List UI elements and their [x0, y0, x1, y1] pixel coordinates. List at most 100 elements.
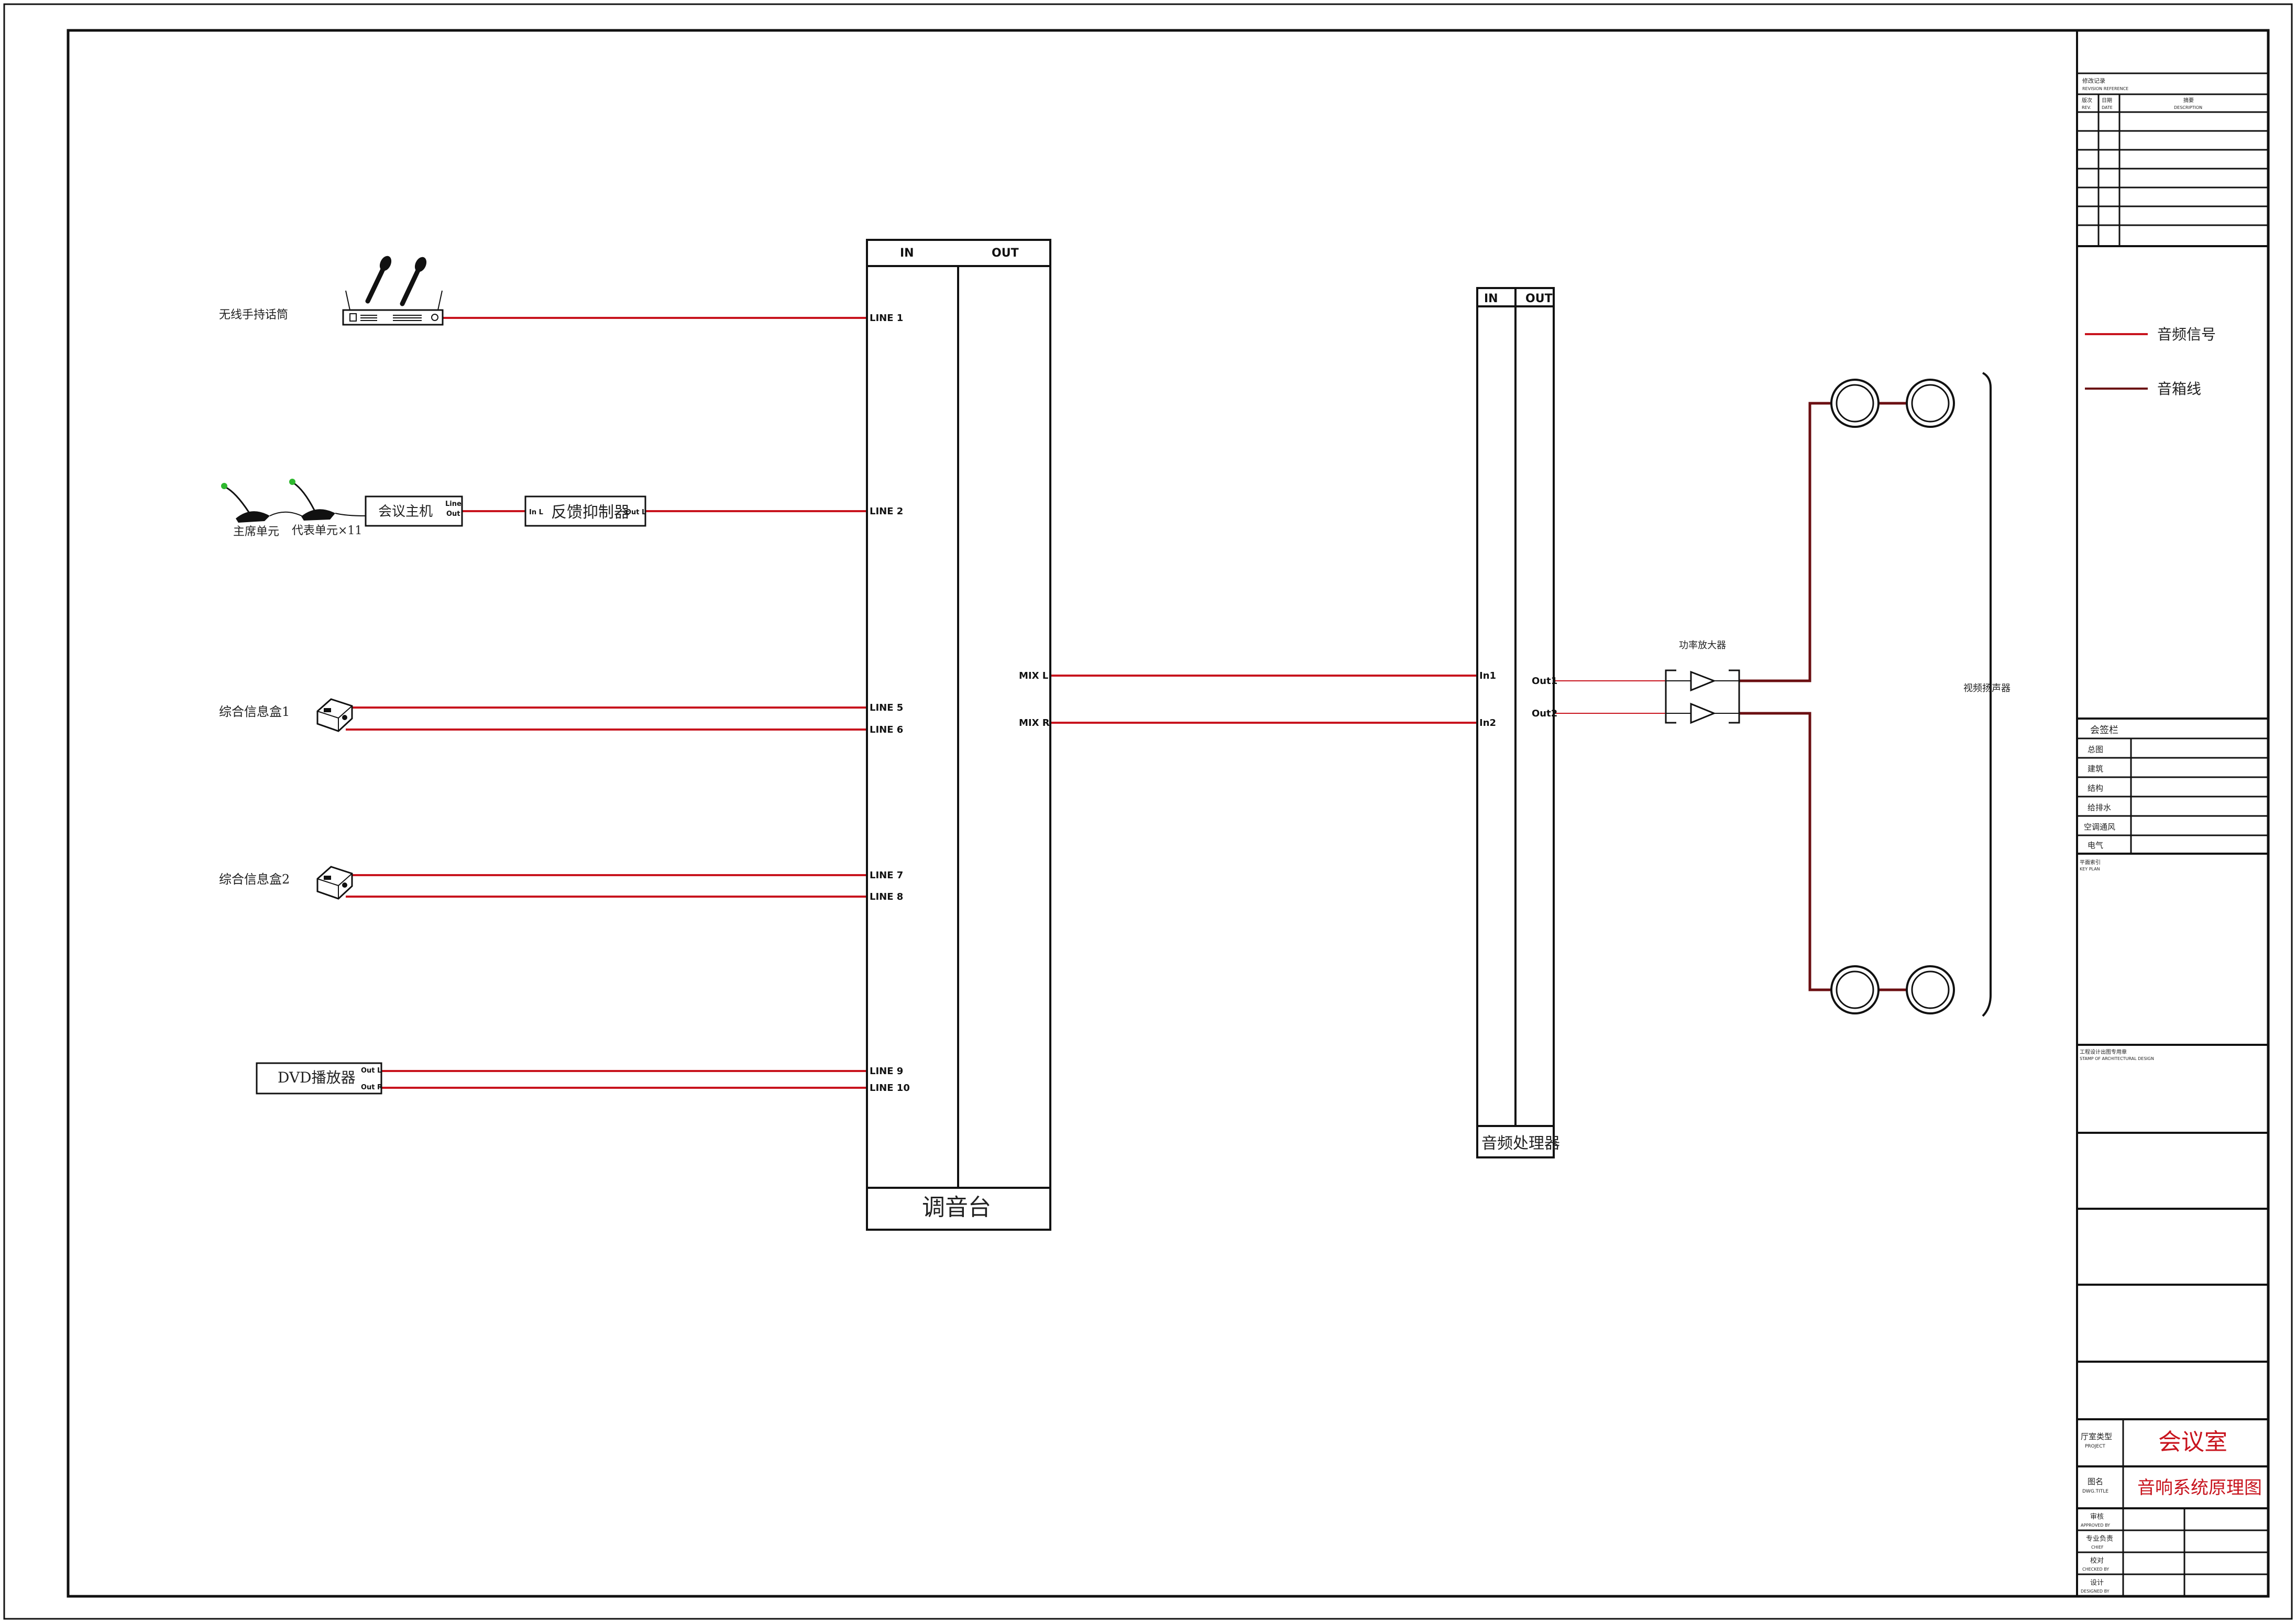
label-amplifier: 功率放大器	[1679, 640, 1726, 651]
unit-host-cable	[335, 513, 366, 516]
sign-row-en: APPROVED BY	[2081, 1523, 2110, 1528]
rev-col-label-en: REV.	[2082, 105, 2091, 110]
mixer-output-mixr: MIX R	[1019, 717, 1050, 728]
mixer-in-header: IN	[900, 247, 914, 260]
microphone-icon	[365, 256, 427, 306]
label-info-box-2: 综合信息盒2	[219, 872, 290, 887]
label-speakers: 视频扬声器	[1963, 683, 2011, 694]
mixer-output-mixl: MIX L	[1019, 670, 1048, 681]
key-plan-label-en: KEY PLAN	[2080, 867, 2100, 871]
mixer-input-line9: LINE 9	[870, 1066, 903, 1077]
sign-row-cn: 专业负责	[2086, 1535, 2113, 1543]
mixer-box: IN OUT 调音台 LINE 1 LINE 2 LINE 5 LINE 6 L…	[866, 239, 1051, 1231]
speaker-icon	[1906, 965, 1955, 1014]
processor-output-out2: Out2	[1532, 708, 1557, 719]
label-dvd-out-l: Out L	[361, 1067, 381, 1075]
mixer-name: 调音台	[922, 1194, 991, 1221]
processor-input-in1: In1	[1479, 670, 1496, 681]
sign-row-en: CHECKED BY	[2082, 1567, 2109, 1572]
label-dvd-player: DVD播放器	[278, 1069, 356, 1086]
label-conference-host: 会议主机	[378, 504, 433, 520]
countersign-row: 空调通风	[2084, 822, 2115, 832]
stamp-label: 工程设计出图专用章	[2080, 1048, 2127, 1055]
legend-audio-signal: 音频信号	[2157, 326, 2216, 343]
processor-out-header: OUT	[1525, 292, 1553, 305]
project-label-en: PROJECT	[2085, 1444, 2105, 1449]
countersign-row: 总图	[2088, 745, 2103, 754]
outer-frame	[3, 3, 2293, 1620]
label-dvd-out-r: Out R	[361, 1084, 382, 1091]
mixer-out-header: OUT	[992, 247, 1019, 260]
countersign-row: 电气	[2088, 841, 2103, 850]
processor-in-header: IN	[1484, 292, 1498, 305]
label-delegate-unit: 代表单元×11	[292, 524, 362, 537]
mixer-input-line6: LINE 6	[870, 724, 903, 735]
processor-output-out1: Out1	[1532, 676, 1557, 687]
mixer-input-line10: LINE 10	[870, 1083, 910, 1094]
label-info-box-1: 综合信息盒1	[219, 704, 290, 719]
feedback-suppressor-box: In L 反馈抑制器 Out L	[524, 495, 646, 527]
countersign-row: 建筑	[2088, 764, 2103, 774]
drawing-value: 音响系统原理图	[2137, 1477, 2262, 1498]
date-col-label: 日期	[2102, 97, 2112, 104]
label-host-line: Line	[445, 500, 462, 508]
countersign-row: 给排水	[2088, 803, 2111, 812]
date-col-label-en: DATE	[2102, 105, 2113, 110]
label-host-out: Out	[446, 510, 460, 518]
label-wireless-mic: 无线手持话筒	[219, 308, 288, 322]
speaker-icon	[1830, 379, 1880, 428]
wireless-mic-receiver	[342, 290, 444, 326]
delegate-unit-icon	[289, 479, 335, 521]
mixer-input-line7: LINE 7	[870, 870, 903, 881]
speaker-wires	[1739, 402, 1907, 991]
project-label: 厅室类型	[2081, 1432, 2112, 1441]
drawing-label: 图名	[2088, 1477, 2103, 1486]
mixer-input-line8: LINE 8	[870, 891, 903, 902]
sign-row-cn: 设计	[2090, 1579, 2104, 1587]
audio-processor-box: IN OUT 音频处理器 In1 In2 Out1 Out2	[1476, 287, 1560, 1158]
inner-frame	[67, 29, 2270, 1598]
conference-host-box: 会议主机 Line Out	[365, 495, 463, 527]
sign-row-en: CHIEF	[2091, 1545, 2104, 1550]
desc-col-label-en: DESCRIPTION	[2174, 105, 2202, 110]
power-amplifier: 功率放大器	[1665, 640, 1740, 724]
label-chairman-unit: 主席单元	[233, 525, 279, 538]
info-box-2-icon	[316, 866, 353, 900]
dvd-player-box: DVD播放器 Out L Out R	[256, 1062, 382, 1095]
sign-row-en: DESIGNED BY	[2081, 1589, 2110, 1594]
amplifier-channel-1-icon	[1690, 670, 1717, 692]
stamp-label-en: STAMP OF ARCHITECTURAL DESIGN	[2080, 1056, 2154, 1061]
sign-row-cn: 审核	[2090, 1513, 2104, 1521]
label-feedback-suppressor: 反馈抑制器	[551, 503, 630, 522]
unit-link-cable	[269, 511, 303, 517]
countersign-title: 会签栏	[2090, 725, 2118, 736]
project-value: 会议室	[2158, 1429, 2227, 1455]
rev-col-label: 版次	[2082, 97, 2092, 104]
speaker-wire-lower	[1739, 712, 1831, 991]
speaker-icon	[1830, 965, 1880, 1014]
label-fs-out: Out L	[625, 509, 646, 516]
mixer-input-line2: LINE 2	[870, 506, 903, 517]
amplifier-channel-2-icon	[1690, 702, 1716, 724]
revision-title-en: REVISION REFERENCE	[2082, 86, 2128, 91]
chairman-unit-icon	[221, 483, 270, 523]
title-block	[2076, 30, 2268, 1596]
desc-col-label: 摘要	[2183, 97, 2194, 104]
drawing-label-en: DWG.TITLE	[2082, 1489, 2108, 1494]
speaker-bracket	[1982, 372, 1992, 1017]
label-fs-in: In L	[529, 509, 543, 516]
signal-wires	[346, 317, 1666, 1089]
info-box-1-icon	[316, 698, 353, 732]
key-plan-label: 平面索引	[2080, 859, 2101, 866]
processor-input-in2: In2	[1479, 717, 1496, 728]
sign-row-cn: 校对	[2090, 1556, 2104, 1565]
mixer-input-line5: LINE 5	[870, 702, 903, 713]
speakers-group: 视频扬声器	[1830, 372, 2011, 1017]
speaker-icon	[1906, 379, 1955, 428]
legend-speaker-wire: 音箱线	[2157, 380, 2201, 398]
title-block-text: 修改记录 REVISION REFERENCE 版次 REV. 日期 DATE …	[2080, 77, 2262, 1594]
mixer-input-line1: LINE 1	[870, 313, 903, 324]
speaker-wire-upper	[1739, 402, 1831, 682]
revision-title: 修改记录	[2082, 77, 2105, 84]
